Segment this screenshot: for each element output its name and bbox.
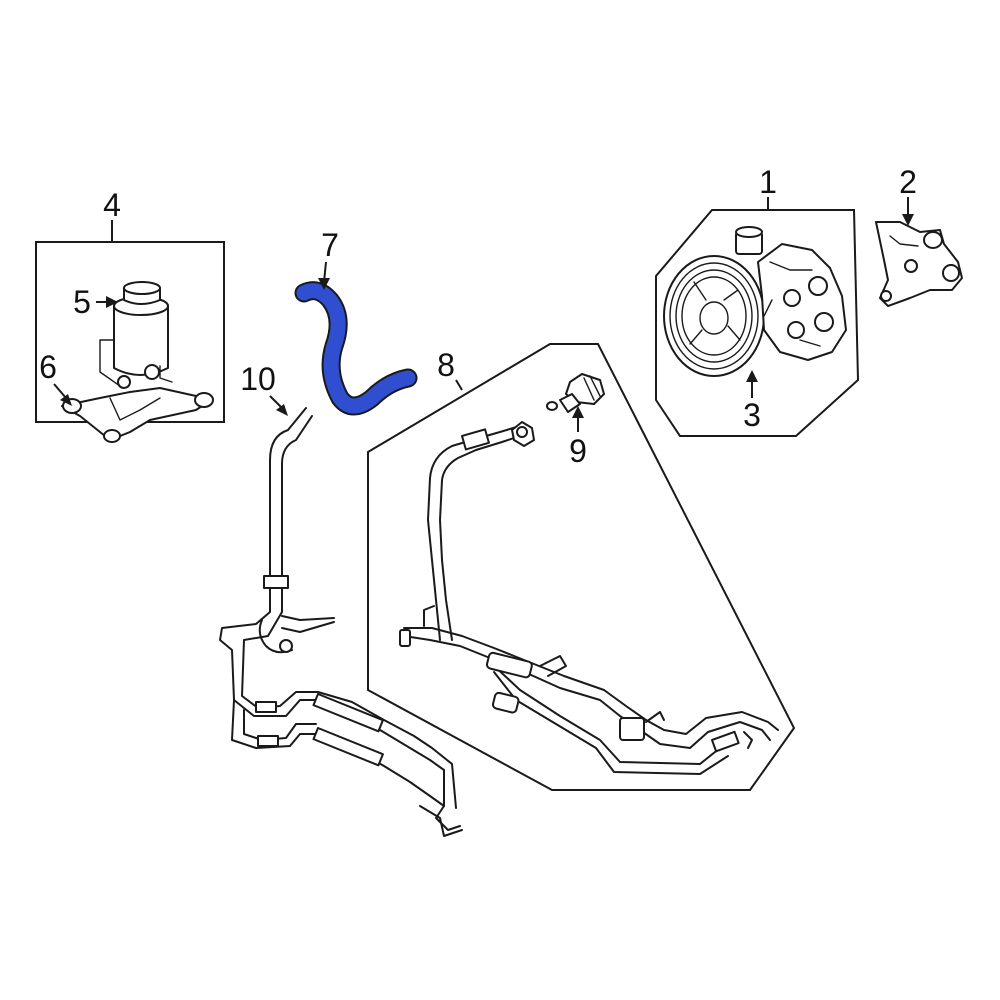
cooler-line[interactable] <box>219 407 463 837</box>
callout-1-label: 1 <box>759 164 777 200</box>
callout-7-label: 7 <box>321 227 339 263</box>
callout-6-label: 6 <box>39 349 57 385</box>
callout-9-label: 9 <box>569 433 587 469</box>
pump-group-box <box>655 209 860 437</box>
pump-body <box>735 226 847 361</box>
union-fitting[interactable] <box>546 373 605 413</box>
pump-pulley <box>663 255 765 377</box>
callout-10[interactable]: 10 <box>240 361 288 416</box>
pressure-line-group-box <box>367 343 796 791</box>
pump-bracket[interactable] <box>875 221 963 307</box>
callout-3[interactable]: 3 <box>743 370 761 433</box>
callout-4-label: 4 <box>103 187 121 223</box>
callout-6[interactable]: 6 <box>39 349 72 406</box>
return-hose[interactable] <box>294 281 418 416</box>
callout-4[interactable]: 4 <box>103 187 121 242</box>
callout-2-label: 2 <box>899 164 917 200</box>
pump-group[interactable] <box>655 209 860 437</box>
callout-7[interactable]: 7 <box>318 227 339 290</box>
callout-5[interactable]: 5 <box>73 284 118 320</box>
reservoir-group[interactable] <box>35 241 225 443</box>
callout-2[interactable]: 2 <box>899 164 917 226</box>
callout-1[interactable]: 1 <box>759 164 777 210</box>
callout-8-label: 8 <box>437 347 455 383</box>
callout-3-label: 3 <box>743 397 761 433</box>
callout-8[interactable]: 8 <box>437 347 463 391</box>
callout-10-label: 10 <box>240 361 276 397</box>
reservoir-bracket <box>61 387 214 443</box>
callout-5-label: 5 <box>73 284 91 320</box>
reservoir-tank <box>99 281 173 389</box>
reservoir-cap-shape <box>123 281 161 295</box>
callout-9[interactable]: 9 <box>569 406 587 469</box>
pressure-line-group[interactable] <box>367 343 796 791</box>
